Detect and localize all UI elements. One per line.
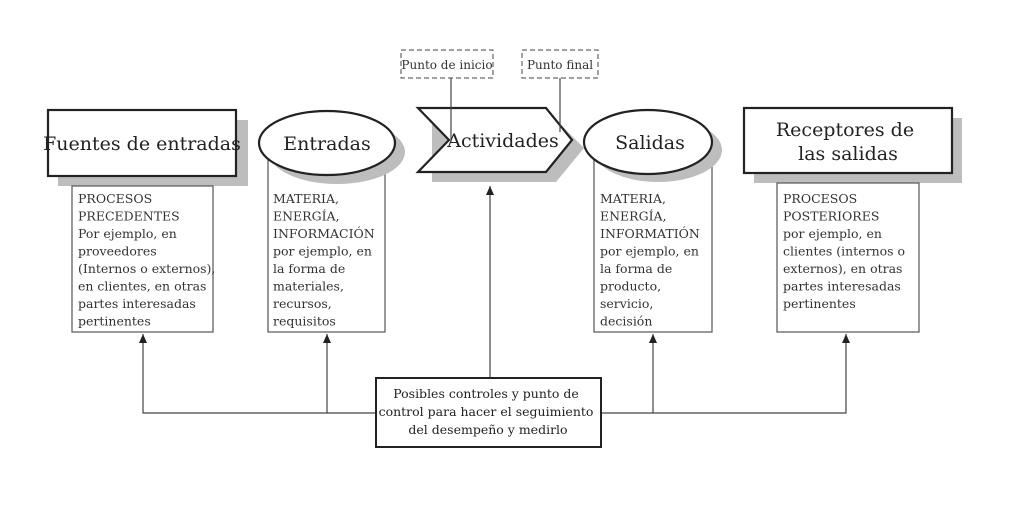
activities-node: Actividades (415, 106, 584, 182)
outputs-title: Salidas (615, 132, 685, 154)
activities-title: Actividades (446, 130, 559, 152)
controls-node: Posibles controles y punto de control pa… (375, 377, 602, 448)
outputs-node: Salidas (582, 108, 722, 182)
receivers-detail: PROCESOS POSTERIORES por ejemplo, en cli… (776, 182, 920, 333)
inputs-detail: MATERIA, ENERGÍA, INFORMACIÓN por ejempl… (267, 159, 386, 333)
outputs-detail: MATERIA, ENERGÍA, INFORMATIÓN por ejempl… (593, 159, 713, 333)
svg-text:MATERIA, ENERGÍA,: MATERIA, ENERGÍA, INFORMATIÓN por ejempl… (600, 191, 704, 329)
arrow-up-icon (649, 334, 657, 343)
arrow-up-icon (323, 334, 331, 343)
receivers-title: Receptores de las salidas (776, 119, 920, 165)
inputs-node: Entradas (257, 109, 405, 184)
start-point-label: Punto de inicio (400, 49, 494, 79)
receivers-node: Receptores de las salidas (742, 106, 962, 183)
arrow-up-icon (842, 334, 850, 343)
svg-text:Punto de inicio: Punto de inicio (401, 58, 492, 72)
svg-text:Punto final: Punto final (527, 58, 593, 72)
arrow-up-icon (139, 334, 147, 343)
sources-detail-text: PROCESOS PRECEDENTES Por ejemplo, en pro… (78, 191, 219, 329)
control-connectors (139, 186, 850, 414)
sources-title: Fuentes de entradas (43, 133, 241, 155)
arrow-up-icon (486, 186, 494, 195)
sources-detail: PROCESOS PRECEDENTES Por ejemplo, en pro… (71, 185, 219, 333)
inputs-title: Entradas (283, 133, 370, 155)
svg-text:MATERIA, ENERGÍA,: MATERIA, ENERGÍA, INFORMACIÓN por ejempl… (273, 191, 379, 329)
sources-node: Fuentes de entradas (43, 108, 248, 186)
end-point-label: Punto final (521, 49, 599, 79)
svg-text:PROCESOS POSTERIORES: PROCESOS POSTERIORES por ejemplo, en cli… (783, 191, 909, 311)
controls-text: Posibles controles y punto de control pa… (379, 386, 598, 437)
